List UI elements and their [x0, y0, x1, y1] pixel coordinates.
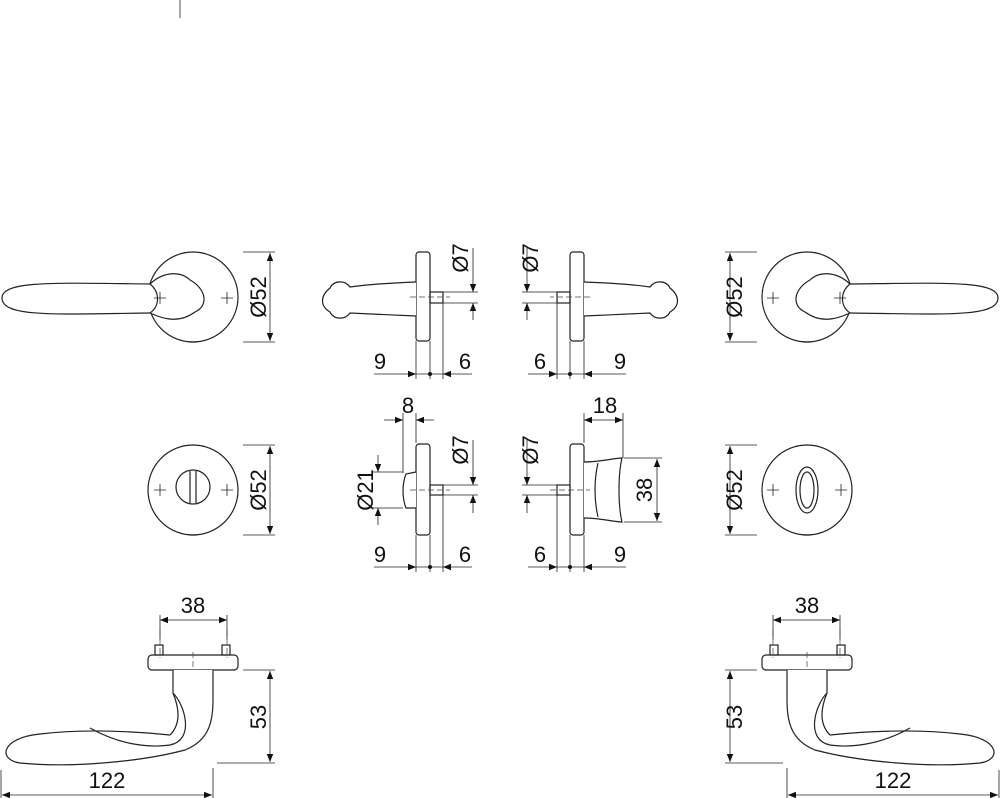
lever-profile-view [0, 615, 275, 798]
dim-lever-rose-diameter: Ø52 [246, 276, 271, 318]
dim-left-length: 122 [89, 768, 126, 793]
dim-lever-spindle-offset: 6 [459, 349, 471, 374]
dim-key-spindle: Ø7 [518, 435, 543, 464]
dim-wc-rose-offset: 9 [374, 542, 386, 567]
dim-right-height: 53 [722, 705, 747, 729]
wc-side-view [373, 413, 478, 572]
dim-wc-turn-width: 8 [402, 393, 414, 418]
lever-side-view [321, 248, 478, 379]
dim-wc-spindle-offset: 6 [459, 542, 471, 567]
key-rose-front [725, 444, 853, 536]
wc-rose-front [147, 444, 275, 536]
dim-lever-right-rose-diameter: Ø52 [722, 276, 747, 318]
dim-key-rose-diameter: Ø52 [722, 469, 747, 511]
dim-lever-rose-offset: 9 [374, 349, 386, 374]
dim-wc-turn-diameter: Ø21 [353, 469, 378, 511]
dim-key-spindle-offset: 9 [614, 542, 626, 567]
dim-key-turn-width: 18 [593, 393, 617, 418]
lever-set-geometry [0, 248, 478, 798]
dim-right-fixing-distance: 38 [795, 593, 819, 618]
dim-wc-rose-diameter: Ø52 [246, 469, 271, 511]
dim-lever-right-spindle-offset: 9 [614, 349, 626, 374]
dim-lever-right-spindle: Ø7 [518, 243, 543, 272]
lever-rose-front [1, 251, 275, 343]
dim-left-height: 53 [246, 705, 271, 729]
key-side-view [522, 413, 662, 572]
dim-wc-spindle: Ø7 [448, 435, 473, 464]
dim-lever-right-rose-offset: 6 [534, 349, 546, 374]
dim-lever-spindle: Ø7 [448, 243, 473, 272]
dim-key-turn-height: 38 [632, 478, 657, 502]
dim-key-rose-offset: 6 [534, 542, 546, 567]
dim-right-length: 122 [875, 768, 912, 793]
dim-left-fixing-distance: 38 [181, 593, 205, 618]
